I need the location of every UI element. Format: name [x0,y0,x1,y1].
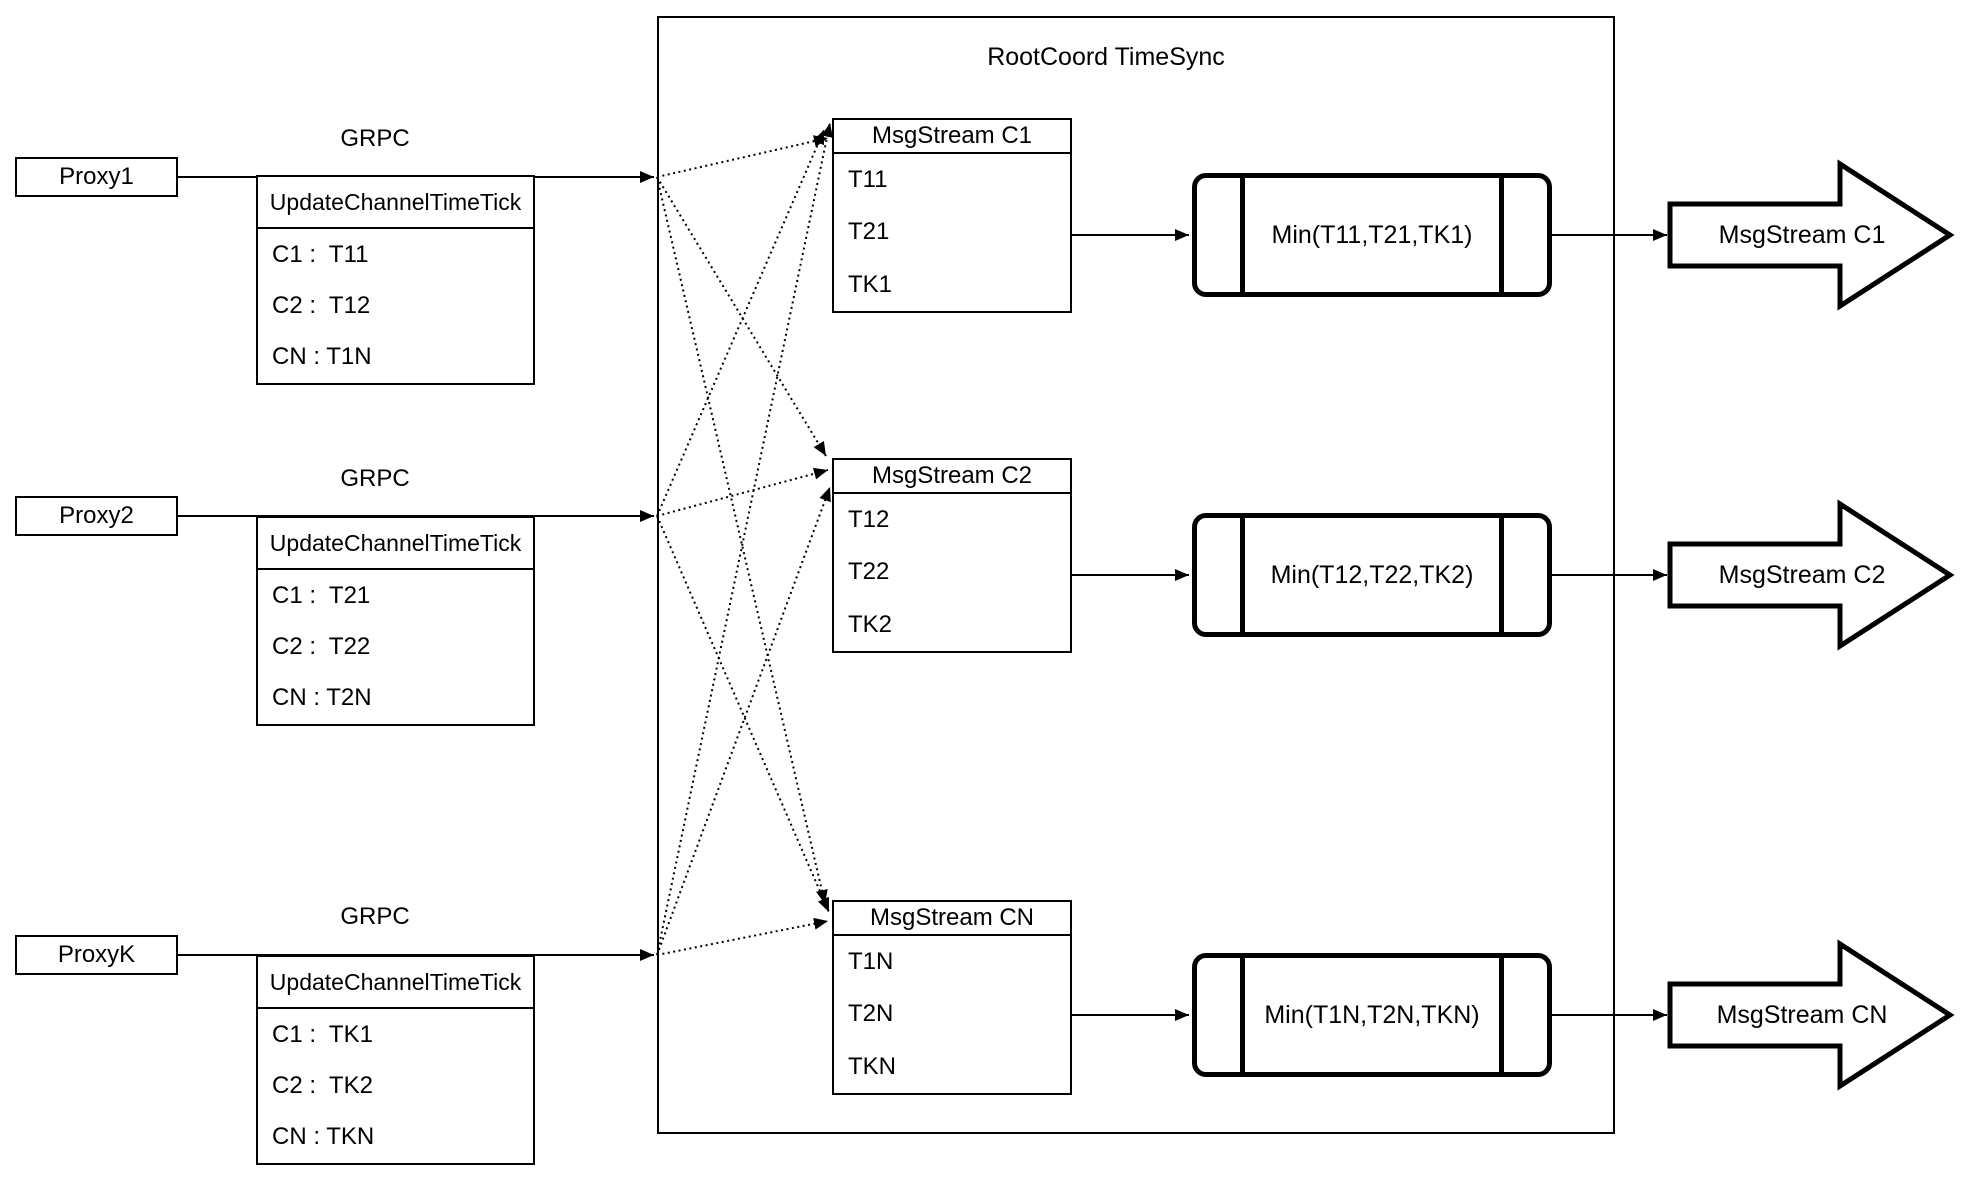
fanout-dotted-arrow [656,917,829,956]
min-expression: Min(T12,T22,TK2) [1270,560,1474,589]
table-row: T2N [848,1000,894,1028]
table-header: MsgStream CN [834,902,1070,936]
table-header: MsgStream C1 [834,120,1070,154]
table-row: TK2 [848,610,893,638]
table-header: UpdateChannelTimeTick [258,957,533,1009]
fanout-dotted-arrow [656,515,830,913]
table-row: C2 : TK2 [272,1071,373,1099]
fanout-dotted-arrow [656,467,829,517]
table-header: UpdateChannelTimeTick [258,177,533,229]
grpc-label: GRPC [305,465,445,493]
proxy2-update-channel-time-tick-table: UpdateChannelTimeTick C1 : T21 C2 : T22 … [256,516,535,726]
table-row: CN : TKN [272,1123,375,1151]
table-row: TKN [848,1052,896,1080]
output-arrow-shape [1667,159,1955,311]
msgstream-cn-table: MsgStream CN T1N T2N TKN [832,900,1072,1095]
table-row: C2 : T22 [272,632,371,660]
proxyk-box: ProxyK [15,935,178,975]
table-row: CN : T1N [272,343,372,371]
table-row: TK1 [848,270,893,298]
table-row: C2 : T12 [272,291,371,319]
output-arrow-msgstream-cn: MsgStream CN [1716,1000,1888,1029]
proxyk-label: ProxyK [57,941,136,968]
min-function-box-cn: Min(T1N,T2N,TKN) [1192,953,1552,1077]
table-row: C1 : T11 [272,240,369,268]
table-row: T21 [848,218,890,246]
output-arrow-shape [1667,939,1955,1091]
fanout-dotted-arrow [656,122,834,956]
proxy1-box: Proxy1 [15,157,178,197]
min-function-box-c2: Min(T12,T22,TK2) [1192,513,1552,637]
grpc-label: GRPC [305,903,445,931]
min-function-box-c1: Min(T11,T21,TK1) [1192,173,1552,297]
output-arrow-msgstream-c1: MsgStream C1 [1718,220,1886,249]
msgstream-c2-table: MsgStream C2 T12 T22 TK2 [832,458,1072,653]
table-row: T22 [848,558,890,586]
table-row: CN : T2N [272,684,372,712]
fanout-dotted-arrow [656,129,825,517]
output-arrow-shape [1667,499,1955,651]
msgstream-c1-table: MsgStream C1 T11 T21 TK1 [832,118,1072,313]
proxyk-update-channel-time-tick-table: UpdateChannelTimeTick C1 : TK1 C2 : TK2 … [256,955,535,1165]
grpc-label: GRPC [305,125,445,153]
fanout-dotted-arrow [656,135,829,178]
table-row: T1N [848,948,894,976]
table-row: C1 : TK1 [272,1020,373,1048]
table-header: MsgStream C2 [834,460,1070,494]
table-header: UpdateChannelTimeTick [258,518,533,570]
fanout-dotted-arrow [656,486,831,956]
output-arrow-msgstream-c2: MsgStream C2 [1718,560,1886,589]
proxy2-box: Proxy2 [15,496,178,536]
rootcoord-timesync-title: RootCoord TimeSync [987,43,1225,71]
proxy1-update-channel-time-tick-table: UpdateChannelTimeTick C1 : T11 C2 : T12 … [256,175,535,385]
proxy2-label: Proxy2 [59,502,134,529]
rootcoord-timesync-box [657,16,1615,1134]
table-row: C1 : T21 [272,581,371,609]
proxy1-label: Proxy1 [59,163,134,190]
min-expression: Min(T1N,T2N,TKN) [1264,1000,1480,1029]
min-expression: Min(T11,T21,TK1) [1271,220,1473,249]
table-row: T12 [848,506,890,534]
table-row: T11 [848,166,888,194]
fanout-dotted-arrow [656,176,828,905]
